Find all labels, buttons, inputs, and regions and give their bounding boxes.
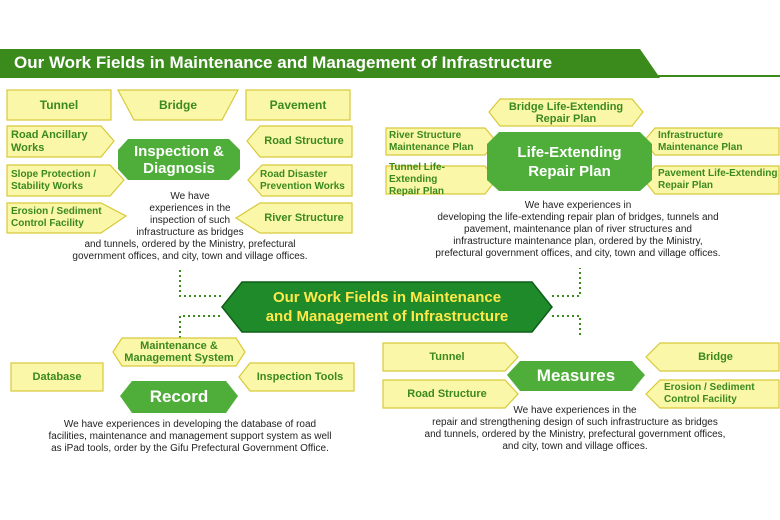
meas-road-box (382, 379, 519, 409)
rec-database-label: Database (32, 370, 82, 383)
lep-river-label: River Structure Maintenance Plan (389, 129, 474, 153)
center-banner-shape (221, 281, 553, 333)
insp-river-label: River Structure (264, 211, 344, 224)
rec-system-box (112, 337, 246, 367)
insp-tunnel-label: Tunnel (39, 97, 79, 112)
insp-slope-label: Slope Protection / Stability Works (11, 168, 97, 192)
meas-road-label: Road Structure (407, 387, 487, 400)
dotted-connectors (179, 268, 581, 338)
life-extending-hub-shape (487, 132, 652, 191)
meas-tunnel-box (382, 342, 519, 372)
measures-boxes (382, 342, 780, 409)
record-description: We have experiences in developing the da… (48, 419, 332, 454)
insp-pavement-label: Pavement (269, 97, 327, 112)
record-hub-shape (120, 381, 238, 413)
insp-disaster-label: Road Disaster Prevention Works (260, 168, 345, 192)
inspection-boxes (6, 89, 353, 234)
lep-bridge-label: Bridge Life-Extending Repair Plan (508, 100, 624, 125)
insp-road-ancillary-box (6, 125, 115, 158)
meas-erosion-label: Erosion / Sediment Control Facility (664, 382, 755, 405)
life-extending-description: We have experiences in developing the li… (435, 200, 721, 259)
insp-disaster-box (247, 164, 353, 197)
rec-tools-label: Inspection Tools (256, 370, 344, 383)
meas-erosion-box (645, 379, 780, 409)
page-title: Our Work Fields in Maintenance and Manag… (14, 53, 553, 72)
lep-infra-label: Infrastructure Maintenance Plan (658, 129, 743, 153)
insp-pavement-box (245, 89, 351, 121)
insp-tunnel-box (6, 89, 112, 121)
meas-bridge-label: Bridge (698, 350, 733, 363)
insp-bridge-label: Bridge (158, 97, 197, 112)
measures-hub-label: Measures (536, 366, 616, 385)
lep-tunnel-box (385, 165, 497, 195)
meas-tunnel-label: Tunnel (429, 350, 465, 363)
measures-hub-shape (507, 361, 645, 391)
lep-pavement-label: Pavement Life-Extending Repair Plan (658, 168, 778, 191)
inspection-description: We have experiences in the inspection of… (72, 191, 308, 262)
rec-tools-box (238, 362, 355, 392)
insp-road-ancillary-label: Road Ancillary Works (11, 128, 88, 154)
title-banner (0, 49, 780, 78)
insp-erosion-box (6, 202, 128, 234)
life-extending-hub-label: Life-Extending Repair Plan (517, 143, 622, 180)
insp-bridge-box (117, 89, 239, 121)
insp-road-structure-label: Road Structure (264, 135, 344, 147)
measures-description: We have experiences in the repair and st… (424, 405, 726, 452)
meas-bridge-box (645, 342, 780, 372)
record-boxes (10, 337, 355, 392)
insp-erosion-label: Erosion / Sediment Control Facility (11, 206, 102, 229)
record-hub-label: Record (149, 387, 209, 406)
rec-database-box (10, 362, 104, 392)
lep-tunnel-label: Tunnel Life-Extending Repair Plan (389, 162, 445, 197)
center-banner-label: Our Work Fields in Maintenance and Manag… (265, 289, 509, 325)
lep-bridge-box (488, 98, 644, 127)
rec-system-label: Maintenance & Management System (124, 340, 234, 364)
insp-river-box (234, 202, 353, 234)
inspection-hub-label: Inspection & Diagnosis (133, 142, 224, 177)
inspection-hub-shape (118, 139, 240, 180)
insp-slope-box (6, 164, 125, 197)
insp-road-structure-box (246, 125, 353, 158)
